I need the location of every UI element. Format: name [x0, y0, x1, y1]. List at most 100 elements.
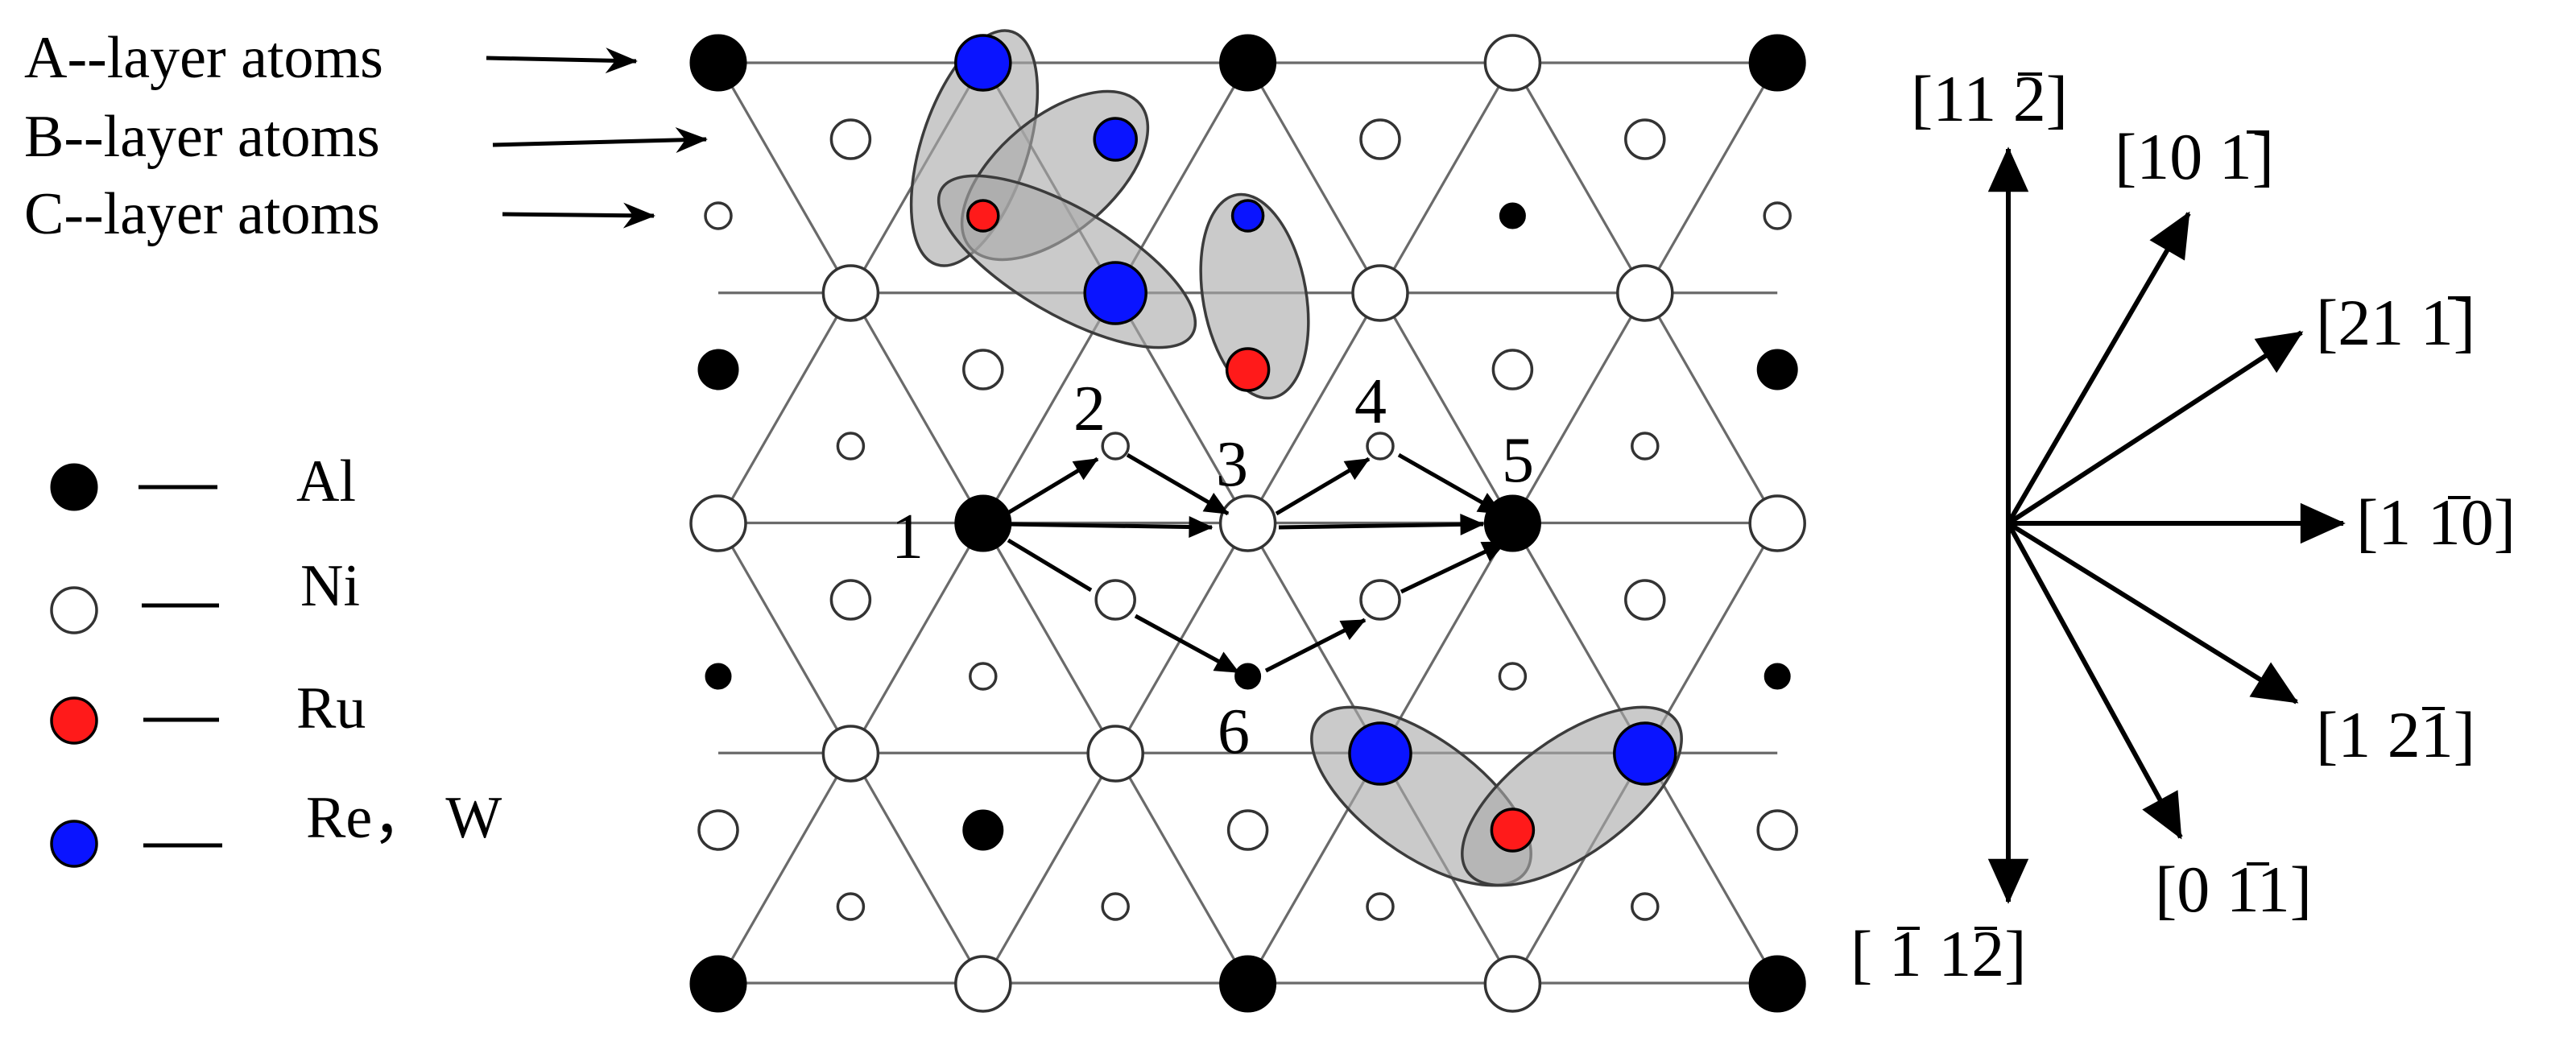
ni-atom [1086, 725, 1144, 783]
path-arrow-1-2 [1005, 457, 1099, 516]
site-label-3: 3 [1216, 429, 1248, 500]
path-arrow-2-3 [1126, 452, 1230, 516]
direction-label--1-12: [ 1 12] [1850, 917, 2027, 990]
direction-label-11-2: [11 2] [1911, 62, 2068, 135]
al-atom [697, 349, 739, 390]
element-legend: Al Ni Ru Re， W [50, 448, 502, 868]
ni-atom [836, 432, 866, 461]
diffusion-path-arrows [1005, 452, 1507, 675]
al-atom [689, 34, 747, 92]
path-arrow-3-4 [1275, 457, 1371, 516]
al-atom [954, 494, 1012, 552]
crystal-direction-rosette: [11 2] [10 1] [21 1] [1 10] [1 21] [0 11… [1850, 62, 2516, 990]
ni-atom [1748, 494, 1806, 552]
ni-atom [1366, 892, 1395, 921]
al-atom [962, 809, 1004, 851]
al-atom [1499, 202, 1526, 229]
ru-atom [966, 199, 1000, 233]
legend-label-ru: Ru [296, 675, 366, 742]
layer-labels: A--layer atoms B--layer atoms C--layer a… [24, 25, 708, 247]
site-label-4: 4 [1354, 366, 1387, 437]
layer-pointer-a [486, 48, 638, 74]
layer-label-c: C--layer atoms [24, 181, 380, 247]
path-arrow-1-6 [1007, 538, 1093, 593]
al-atom [1483, 494, 1541, 552]
ni-atom [1624, 579, 1666, 621]
ni-atom [1101, 432, 1130, 461]
site-label-1: 1 [891, 502, 924, 572]
ru-atom [1225, 347, 1271, 392]
lattice-atoms [689, 34, 1806, 1013]
al-atom [1748, 34, 1806, 92]
ni-atom [829, 579, 872, 621]
ni-atom [1226, 809, 1269, 851]
ni-atom [1483, 34, 1542, 92]
site-label-2: 2 [1073, 374, 1106, 444]
legend-marker-re-w [50, 820, 98, 868]
legend-marker-ni [50, 586, 98, 634]
direction-label-0-11: [0 11] [2155, 853, 2312, 926]
legend-label-al: Al [296, 448, 356, 514]
cluster-ellipse [1199, 192, 1310, 400]
path-arrow-4-5 [1397, 452, 1503, 516]
ni-atom [1351, 264, 1409, 322]
ni-atom [969, 662, 998, 691]
path-arrow-6-7 [1264, 618, 1367, 673]
ni-atom [1359, 579, 1401, 621]
re-w-atom [1230, 199, 1265, 233]
ni-atom [1756, 809, 1798, 851]
path-arrow-1-6-cont [1134, 614, 1240, 675]
ni-atom [1763, 201, 1792, 230]
path-arrow-3-5 [1278, 513, 1485, 535]
ni-atom [954, 955, 1012, 1013]
ni-atom [1624, 118, 1666, 160]
ni-atom [1631, 892, 1660, 921]
al-atom [1756, 349, 1798, 390]
ni-atom [1101, 892, 1130, 921]
ni-atom [1498, 662, 1528, 691]
direction-arrow-1-21 [2007, 521, 2299, 704]
ni-atom [697, 809, 739, 851]
ni-atom [1483, 955, 1542, 1013]
legend-marker-al [50, 463, 98, 511]
direction-arrow-21-1 [2007, 330, 2304, 526]
al-atom [1748, 955, 1806, 1013]
ni-atom [1631, 432, 1660, 461]
legend-marker-ru [50, 696, 98, 745]
al-atom [1764, 663, 1791, 690]
ni-atom [962, 349, 1004, 390]
legend-label-ni: Ni [300, 553, 360, 619]
re-w-atom [1613, 721, 1677, 786]
re-w-atom [1083, 261, 1147, 325]
path-arrow-1-3 [1006, 516, 1214, 539]
ni-atom [1218, 494, 1277, 552]
ni-atom [1366, 432, 1395, 461]
ni-atom [1359, 118, 1401, 160]
direction-label-1-10: [1 10] [2356, 485, 2516, 559]
al-atom [1234, 663, 1262, 690]
ni-atom [836, 892, 866, 921]
direction-arrow-10-1 [2006, 211, 2191, 525]
re-w-atom [954, 34, 1012, 92]
direction-arrow-0-11 [2006, 522, 2183, 840]
ni-atom [829, 118, 872, 160]
re-w-atom [1093, 117, 1138, 162]
direction-label-1-21: [1 21] [2316, 698, 2475, 771]
al-atom [1219, 955, 1277, 1013]
site-label-6: 6 [1218, 696, 1250, 767]
ni-atom [821, 725, 880, 783]
ni-atom [689, 494, 747, 552]
ni-atom [704, 201, 733, 230]
ni-atom [1491, 349, 1534, 390]
layer-label-b: B--layer atoms [24, 104, 380, 170]
layer-pointer-c [502, 202, 655, 229]
path-arrow-7-5 [1400, 539, 1507, 594]
ni-atom [821, 264, 880, 322]
ru-atom [1490, 808, 1536, 853]
re-w-atom [1348, 721, 1412, 786]
site-label-5: 5 [1502, 425, 1534, 496]
al-atom [689, 955, 747, 1013]
al-atom [1219, 34, 1277, 92]
layer-label-a: A--layer atoms [24, 25, 383, 91]
